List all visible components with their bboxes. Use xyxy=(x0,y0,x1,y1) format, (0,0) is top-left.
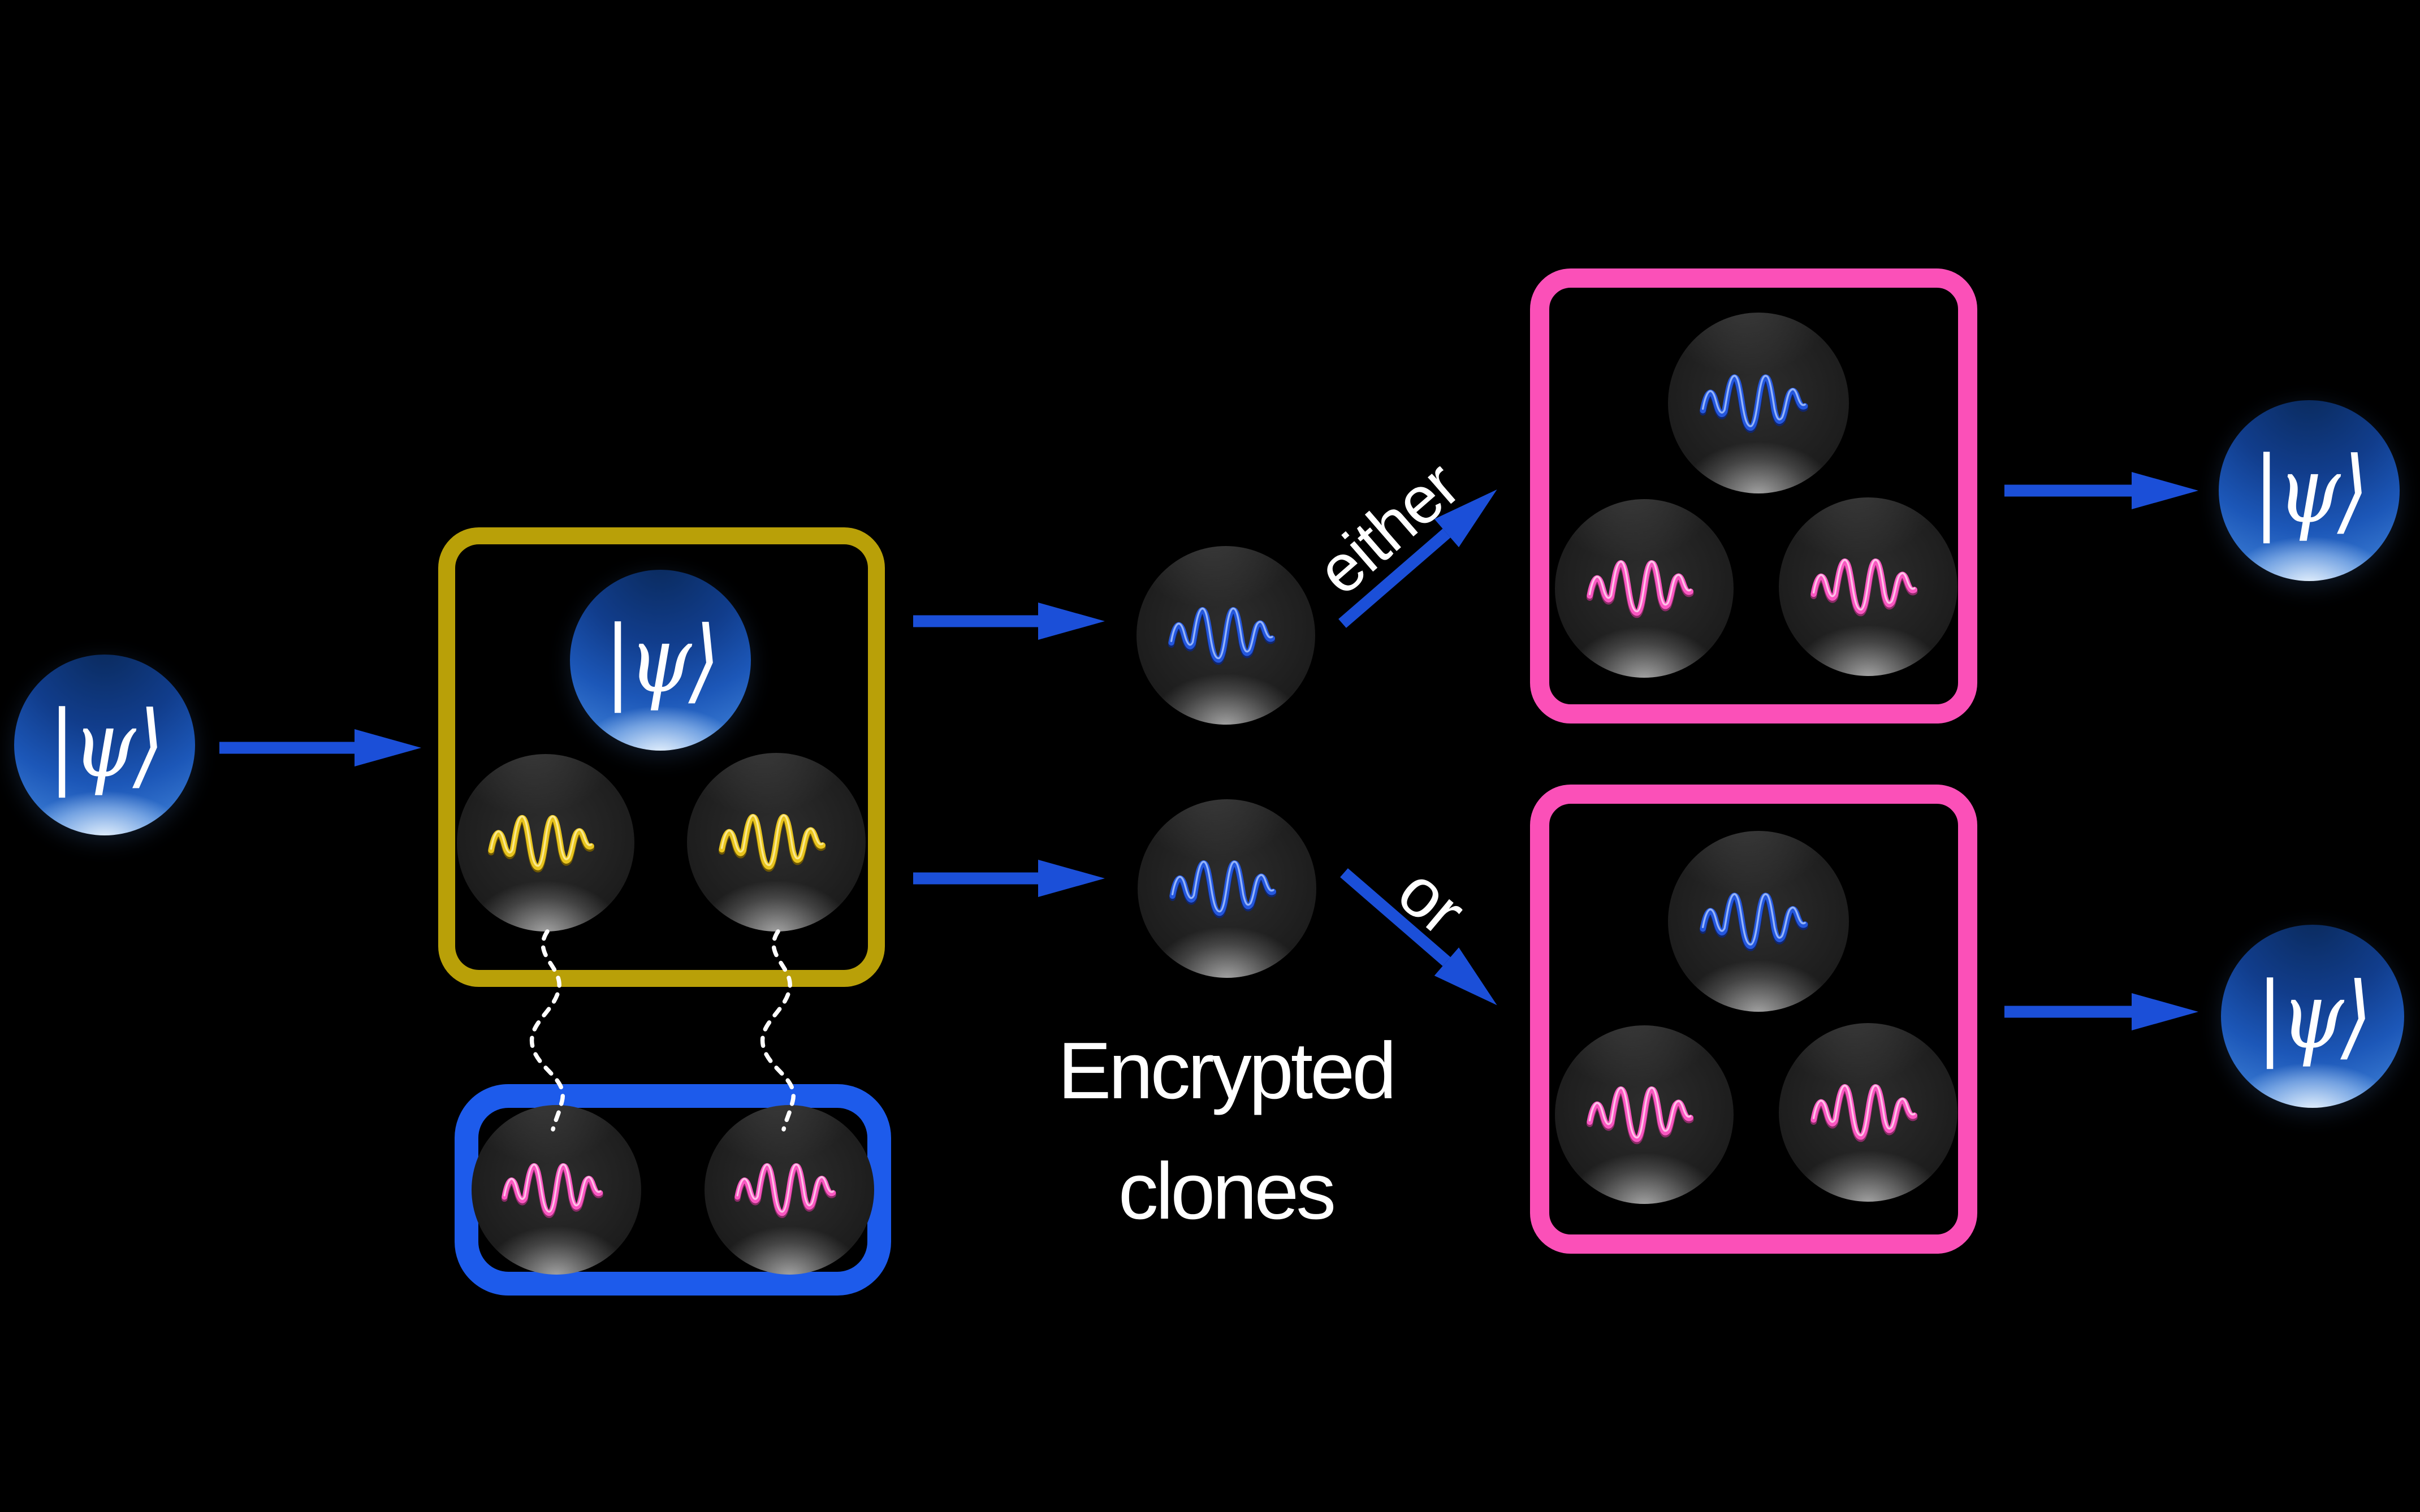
input-state-sphere: |ψ⟩ xyxy=(14,655,195,835)
clone-output-arrow-bottom xyxy=(913,860,1105,897)
key-qubit-sphere-1 xyxy=(457,754,634,932)
key-qubit-sphere-2 xyxy=(687,753,866,932)
entangled-qubit-sphere-1 xyxy=(472,1105,641,1275)
decrypt-bottom-pink-sphere-1 xyxy=(1555,1025,1734,1204)
psi-ket-label: |ψ⟩ xyxy=(2256,963,2372,1069)
pink-wave-packet-icon xyxy=(500,1151,612,1229)
pink-wave-packet-icon xyxy=(1585,1073,1704,1155)
decrypt-bottom-pink-sphere-2 xyxy=(1779,1023,1957,1202)
decrypt-box-top xyxy=(1530,268,1977,723)
blue-wave-packet-icon xyxy=(1699,880,1818,963)
yellow-wave-packet-icon xyxy=(487,802,604,883)
encrypted-clone-sphere-top xyxy=(1136,546,1315,725)
entangled-qubit-sphere-2 xyxy=(705,1105,874,1275)
pink-wave-packet-icon xyxy=(1809,545,1928,627)
decrypt-box-bottom xyxy=(1530,785,1977,1254)
input-arrow xyxy=(219,729,421,766)
blue-wave-packet-icon xyxy=(1699,361,1818,444)
output-state-sphere-top: |ψ⟩ xyxy=(2219,400,2400,581)
encrypted-clones-line2: clones xyxy=(1118,1146,1336,1236)
pink-wave-packet-icon xyxy=(733,1151,845,1229)
pink-wave-packet-icon xyxy=(1585,547,1704,629)
psi-ket-label: |ψ⟩ xyxy=(48,692,164,798)
psi-ket-label: |ψ⟩ xyxy=(604,607,720,713)
psi-ket-label: |ψ⟩ xyxy=(2253,437,2369,544)
blue-wave-packet-icon xyxy=(1168,847,1286,929)
decrypted-output-arrow-top xyxy=(2004,472,2198,509)
output-state-sphere-bottom: |ψ⟩ xyxy=(2221,925,2404,1108)
cloning-machine-box xyxy=(438,527,885,987)
either-label: either xyxy=(1303,448,1473,609)
decrypt-top-blue-sphere xyxy=(1668,313,1849,493)
cloner-state-sphere: |ψ⟩ xyxy=(570,570,751,751)
clone-output-arrow-top xyxy=(913,603,1105,640)
decrypt-top-pink-sphere-2 xyxy=(1779,497,1957,676)
yellow-wave-packet-icon xyxy=(718,801,836,883)
decrypt-top-pink-sphere-1 xyxy=(1555,499,1734,678)
or-label: or xyxy=(1384,852,1480,950)
decrypt-bottom-blue-sphere xyxy=(1668,831,1849,1012)
entangled-key-box xyxy=(455,1084,891,1296)
encrypted-clones-line1: Encrypted xyxy=(1057,1026,1397,1116)
encrypted-clone-sphere-bottom xyxy=(1138,799,1316,978)
encrypted-clones-label: Encrypted clones xyxy=(1057,1011,1397,1251)
decrypted-output-arrow-bottom xyxy=(2004,993,2198,1030)
blue-wave-packet-icon xyxy=(1167,594,1285,676)
pink-wave-packet-icon xyxy=(1809,1071,1928,1153)
